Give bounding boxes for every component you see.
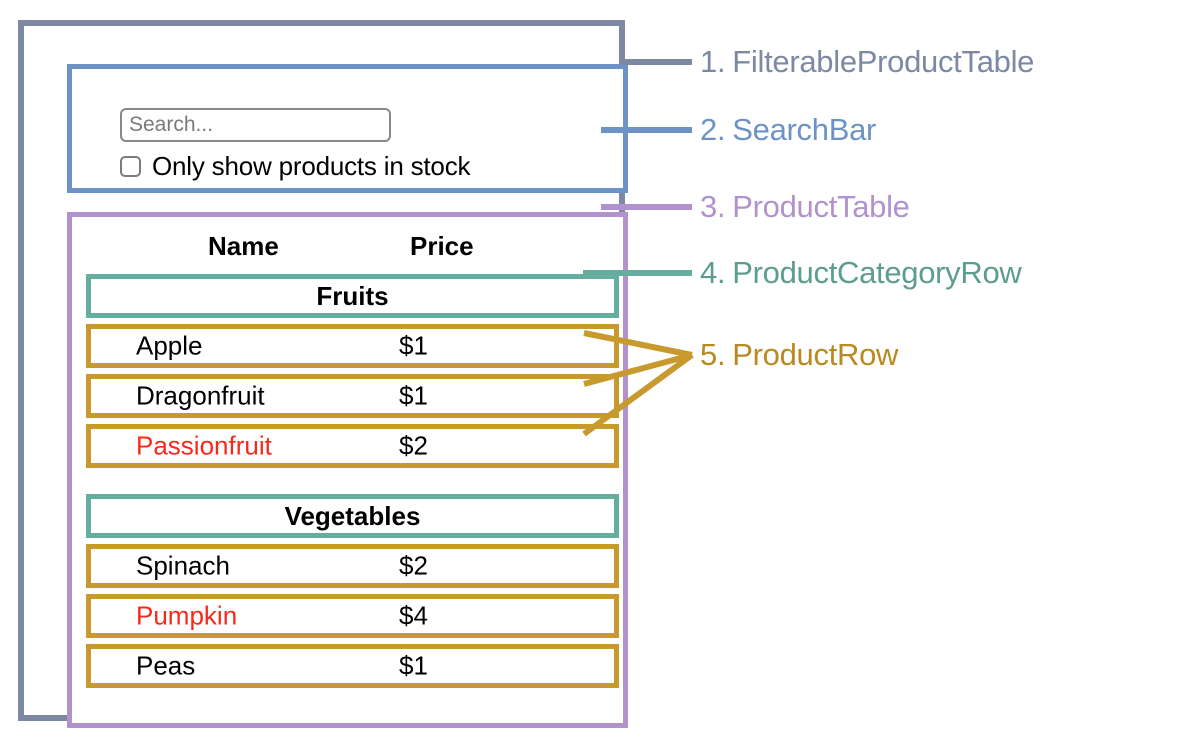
legend-number: 1. [700,44,726,79]
product-row: Peas $1 [86,644,619,688]
legend-item-filterable-product-table: 1.FilterableProductTable [700,44,1034,80]
product-category-label: Vegetables [284,500,421,531]
legend-number: 3. [700,189,726,224]
product-row: Spinach $2 [86,544,619,588]
product-price: $2 [399,550,428,581]
checkbox-icon[interactable] [120,156,141,177]
product-row: Passionfruit $2 [86,424,619,468]
legend-item-product-row: 5.ProductRow [700,337,898,373]
legend: 1.FilterableProductTable 2.SearchBar 3.P… [700,0,1200,744]
legend-number: 4. [700,255,726,290]
product-price: $4 [399,600,428,631]
product-row: Pumpkin $4 [86,594,619,638]
product-row: Dragonfruit $1 [86,374,619,418]
search-input[interactable] [120,108,391,142]
product-name: Apple [136,330,203,361]
column-header-price: Price [410,230,474,261]
group-spacer [86,474,619,494]
filterable-product-table-frame: Only show products in stock Name Price F… [18,20,628,728]
product-category-label: Fruits [316,280,389,311]
in-stock-checkbox-label: Only show products in stock [152,151,471,181]
legend-label: SearchBar [732,112,877,147]
in-stock-checkbox-row[interactable]: Only show products in stock [120,151,470,182]
product-category-row: Vegetables [86,494,619,538]
column-header-name: Name [208,230,279,261]
legend-number: 5. [700,337,726,372]
product-name: Spinach [136,550,230,581]
legend-label: FilterableProductTable [732,44,1035,79]
product-table-body: Fruits Apple $1 Dragonfruit $1 Passionfr… [86,274,619,694]
legend-item-search-bar: 2.SearchBar [700,112,876,148]
product-table-frame: Name Price Fruits Apple $1 Dragonfruit $… [67,212,628,728]
legend-label: ProductTable [732,189,910,224]
legend-number: 2. [700,112,726,147]
legend-label: ProductRow [732,337,899,372]
product-category-row: Fruits [86,274,619,318]
legend-item-product-table: 3.ProductTable [700,189,910,225]
legend-label: ProductCategoryRow [732,255,1022,290]
product-table-header: Name Price [77,223,623,269]
product-name: Passionfruit [136,430,272,461]
product-name: Pumpkin [136,600,238,631]
product-price: $2 [399,430,428,461]
product-name: Peas [136,650,196,681]
product-price: $1 [399,330,428,361]
product-name: Dragonfruit [136,380,265,411]
product-price: $1 [399,650,428,681]
product-price: $1 [399,380,428,411]
search-bar-frame: Only show products in stock [67,64,628,193]
legend-item-product-category-row: 4.ProductCategoryRow [700,255,1022,291]
product-row: Apple $1 [86,324,619,368]
